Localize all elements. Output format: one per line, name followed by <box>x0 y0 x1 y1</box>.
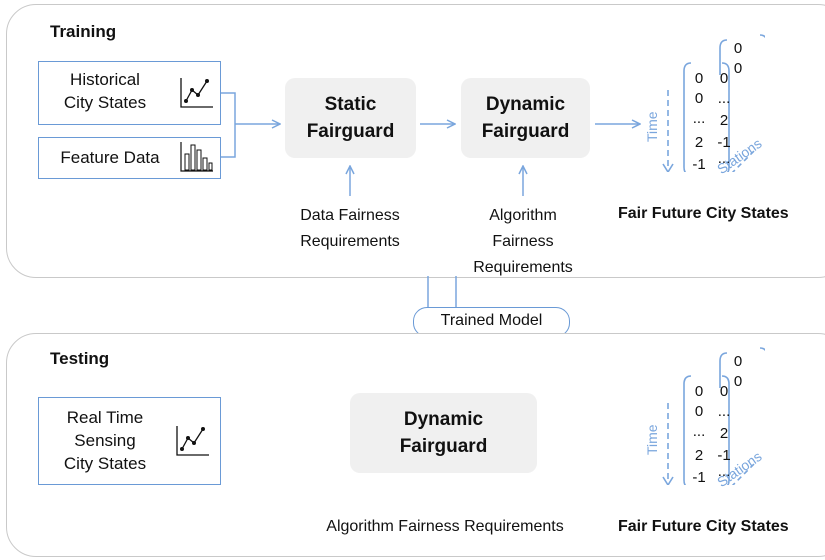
testing-algorithm-fairness-requirements: Algorithm Fairness Requirements <box>326 518 564 535</box>
historical-label-line1: Historical <box>70 70 140 89</box>
matrix-cell-c1-0: 0 <box>694 70 704 87</box>
realtime-label-line2: Sensing <box>74 431 136 450</box>
matrix-cell-c1-1: 0 <box>694 90 704 107</box>
trained-model-pill: Trained Model <box>413 307 570 337</box>
matrix-cell-c1-2: ... <box>692 110 706 127</box>
static-fairguard-node: Static Fairguard <box>285 78 416 158</box>
matrix-cell-c2-3: -1 <box>717 134 731 151</box>
matrix-cell-c1-4: -1 <box>692 469 706 486</box>
testing-city-state-matrix: 0 0 0 0 ... 2 -1 0 ... 2 -1 ... Time Sta… <box>644 345 765 490</box>
realtime-label-line3: City States <box>63 454 147 473</box>
dynamic-node-line2: Fairguard <box>481 121 570 142</box>
matrix-cell-c2-4: ... <box>717 463 731 480</box>
matrix-cell-c2-2: 2 <box>719 112 729 129</box>
data-req-line2: Requirements <box>300 233 400 250</box>
historical-label-line2: City States <box>63 93 147 112</box>
algo-req-line1: Algorithm <box>489 207 557 224</box>
bar-chart-icon <box>180 142 213 172</box>
matrix-time-label: Time <box>644 111 660 142</box>
matrix-cell-c1-4: -1 <box>692 156 706 173</box>
matrix-cell-c2-4: ... <box>717 150 731 167</box>
test-dynamic-node-line2: Fairguard <box>399 436 488 457</box>
matrix-cell-c1-3: 2 <box>694 447 704 464</box>
matrix-cell-c1-1: 0 <box>694 403 704 420</box>
matrix-cell-c2-1: ... <box>717 90 731 107</box>
historical-city-states-box: Historical City States <box>38 61 221 125</box>
algorithm-fairness-requirements: Algorithm Fairness Requirements <box>458 203 588 281</box>
matrix-cell-c2-0: 0 <box>719 383 729 400</box>
matrix-cell-c1-0: 0 <box>694 383 704 400</box>
line-chart-icon <box>176 426 209 456</box>
matrix-brackets <box>662 34 765 172</box>
line-chart-icon <box>180 78 213 108</box>
data-req-line1: Data Fairness <box>300 207 400 224</box>
matrix-cell-c1-2: ... <box>692 423 706 440</box>
matrix-cell-c2-3: -1 <box>717 447 731 464</box>
algo-req-line3: Requirements <box>473 259 573 276</box>
matrix-cell-c2-1: ... <box>717 403 731 420</box>
test-dynamic-node-line1: Dynamic <box>403 409 484 430</box>
input-merge-connector <box>220 92 236 158</box>
matrix-cell-c2-0: 0 <box>719 70 729 87</box>
matrix-back-cell-1: 0 <box>733 373 743 390</box>
static-node-line2: Fairguard <box>306 121 395 142</box>
training-output-title: Fair Future City States <box>618 205 789 222</box>
data-fairness-requirements: Data Fairness Requirements <box>270 203 430 255</box>
algo-req-line2: Fairness <box>492 233 554 250</box>
testing-title: Testing <box>50 349 110 368</box>
matrix-cell-c1-3: 2 <box>694 134 704 151</box>
matrix-back-cell-0: 0 <box>733 353 743 370</box>
real-time-sensing-box: Real Time Sensing City States <box>38 397 221 485</box>
testing-output-title: Fair Future City States <box>618 518 789 535</box>
training-city-state-matrix: 0 0 0 0 ... 2 -1 0 ... 2 -1 ... Time Sta… <box>644 32 765 177</box>
matrix-brackets <box>662 347 765 485</box>
training-title: Training <box>50 22 117 41</box>
feature-data-box: Feature Data <box>38 137 221 179</box>
static-node-line1: Static <box>324 94 377 115</box>
feature-data-label: Feature Data <box>60 148 160 167</box>
matrix-cell-c2-2: 2 <box>719 425 729 442</box>
testing-dynamic-fairguard-node: Dynamic Fairguard <box>350 393 537 473</box>
dynamic-fairguard-node: Dynamic Fairguard <box>461 78 590 158</box>
matrix-time-label: Time <box>644 424 660 455</box>
matrix-back-cell-1: 0 <box>733 60 743 77</box>
matrix-back-cell-0: 0 <box>733 40 743 57</box>
dynamic-node-line1: Dynamic <box>485 94 566 115</box>
realtime-label-line1: Real Time <box>66 408 144 427</box>
